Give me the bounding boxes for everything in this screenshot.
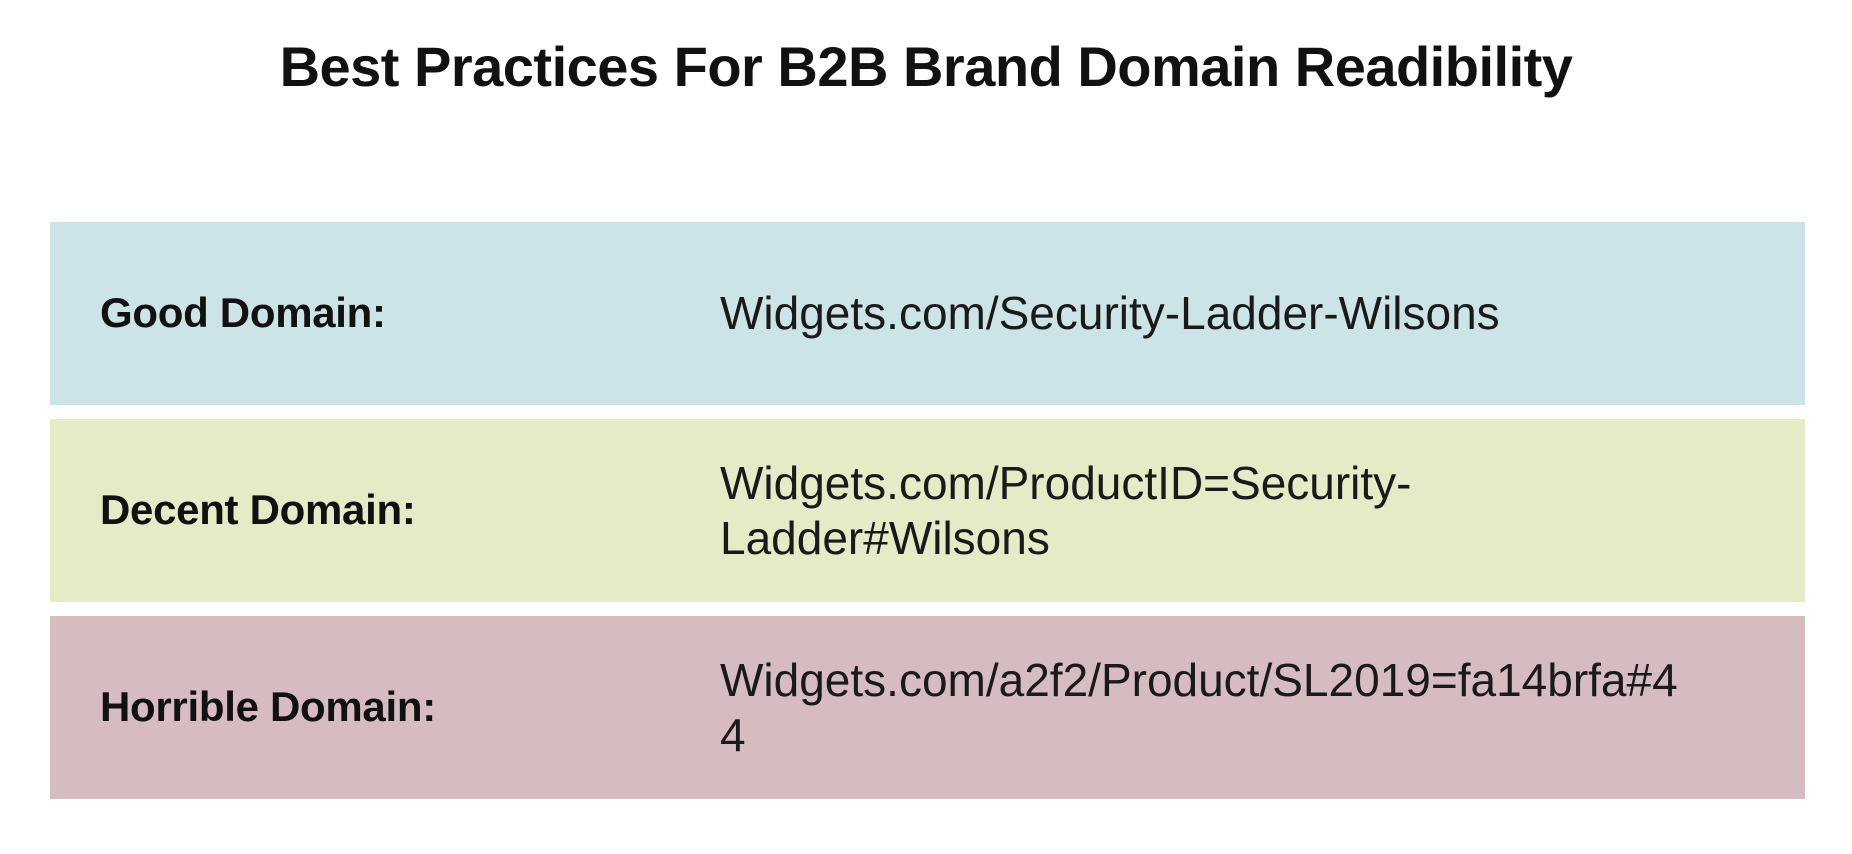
table-row: Good Domain: Widgets.com/Security-Ladder…: [50, 222, 1805, 405]
table-row: Decent Domain: Widgets.com/ProductID=Sec…: [50, 419, 1805, 602]
row-label: Horrible Domain:: [100, 683, 436, 731]
row-value: Widgets.com/a2f2/Product/SL2019=fa14brfa…: [720, 654, 1678, 761]
page-title: Best Practices For B2B Brand Domain Read…: [279, 35, 1573, 98]
domain-comparison-table: Good Domain: Widgets.com/Security-Ladder…: [50, 222, 1805, 799]
row-label: Decent Domain:: [100, 486, 416, 534]
row-label: Good Domain:: [100, 289, 386, 337]
row-value: Widgets.com/ProductID=Security-Ladder#Wi…: [720, 457, 1412, 564]
row-value: Widgets.com/Security-Ladder-Wilsons: [720, 287, 1500, 340]
table-row: Horrible Domain: Widgets.com/a2f2/Produc…: [50, 616, 1805, 799]
